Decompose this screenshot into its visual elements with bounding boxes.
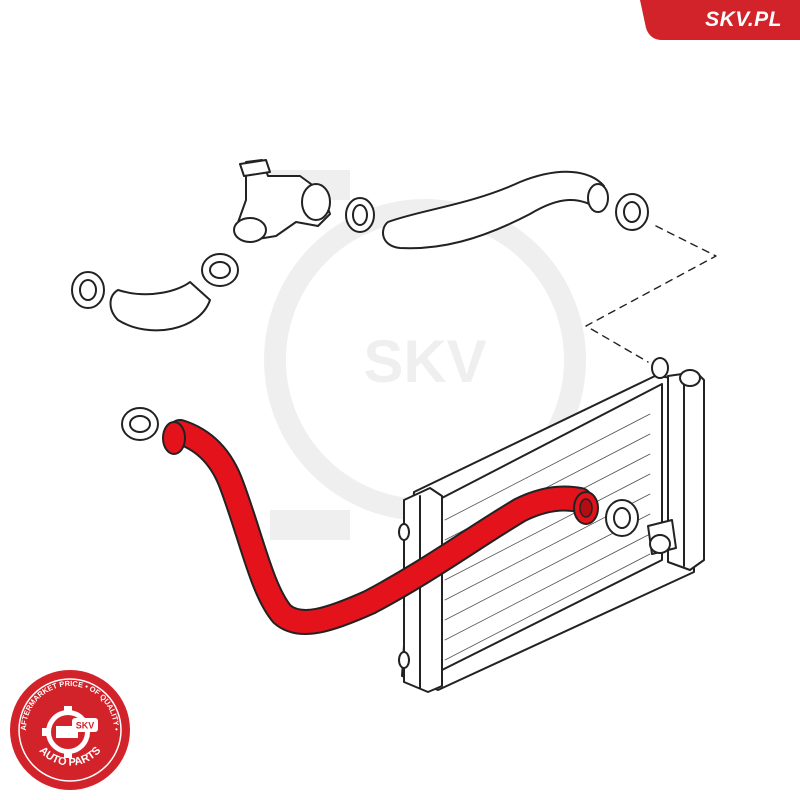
seal-badge-text: SKV — [76, 721, 95, 731]
radiator — [398, 357, 705, 693]
thermostat-housing — [233, 159, 331, 243]
watermark-text: SKV — [363, 328, 486, 395]
leader-line — [585, 225, 717, 363]
hose-clamps — [71, 193, 649, 537]
brand-tab — [640, 0, 800, 40]
brand-site-label: SKV.PL — [705, 8, 782, 31]
skv-auto-parts-seal: AFTERMARKET PRICE • OF QUALITY • AUTO PA… — [10, 670, 130, 790]
upper-hose — [382, 170, 609, 250]
highlighted-radiator-hose — [162, 419, 599, 635]
small-hose — [109, 281, 211, 332]
